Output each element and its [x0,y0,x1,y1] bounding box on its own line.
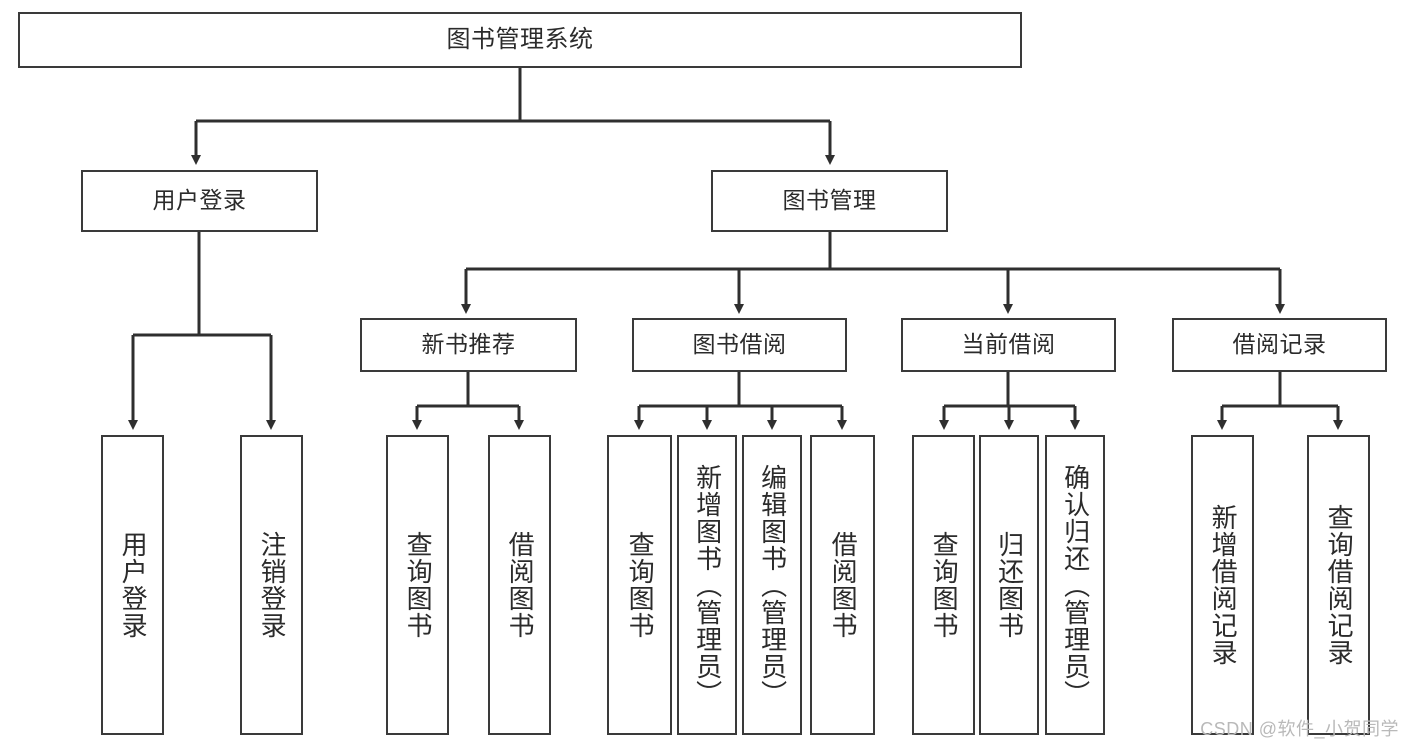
leaf-query-book-borrow[interactable]: 查询图书 [607,435,672,735]
leaf-borrow-book[interactable]: 借阅图书 [810,435,875,735]
node-borrow-records[interactable]: 借阅记录 [1172,318,1387,372]
leaf-label: 新增图书（管理员） [692,463,723,707]
csdn-watermark: CSDN @软件_小贺同学 [1200,719,1399,739]
leaf-edit-book-admin[interactable]: 编辑图书（管理员） [742,435,802,735]
node-root-system[interactable]: 图书管理系统 [18,12,1022,68]
leaf-label: 查询图书 [929,531,960,639]
leaf-label: 编辑图书（管理员） [757,463,788,707]
leaf-label: 借阅图书 [828,531,859,639]
leaf-query-book-current[interactable]: 查询图书 [912,435,975,735]
leaf-label: 注销登录 [257,531,288,639]
leaf-add-book-admin[interactable]: 新增图书（管理员） [677,435,737,735]
leaf-query-borrow-record[interactable]: 查询借阅记录 [1307,435,1370,735]
leaf-label: 查询图书 [403,531,434,639]
leaf-label: 新增借阅记录 [1208,504,1239,666]
node-book-borrow[interactable]: 图书借阅 [632,318,847,372]
leaf-confirm-return-admin[interactable]: 确认归还（管理员） [1045,435,1105,735]
node-current-borrow[interactable]: 当前借阅 [901,318,1116,372]
leaf-label: 查询图书 [625,531,656,639]
leaf-label: 确认归还（管理员） [1060,463,1091,707]
leaf-label: 归还图书 [994,531,1025,639]
leaf-label: 查询借阅记录 [1324,504,1355,666]
node-user-login[interactable]: 用户登录 [81,170,318,232]
leaf-add-borrow-record[interactable]: 新增借阅记录 [1191,435,1254,735]
leaf-label: 用户登录 [118,531,149,639]
leaf-user-login[interactable]: 用户登录 [101,435,164,735]
leaf-query-book-recommend[interactable]: 查询图书 [386,435,449,735]
node-book-management[interactable]: 图书管理 [711,170,948,232]
leaf-logout[interactable]: 注销登录 [240,435,303,735]
leaf-label: 借阅图书 [505,531,536,639]
leaf-return-book[interactable]: 归还图书 [979,435,1039,735]
node-new-book-recommend[interactable]: 新书推荐 [360,318,577,372]
leaf-borrow-book-recommend[interactable]: 借阅图书 [488,435,551,735]
